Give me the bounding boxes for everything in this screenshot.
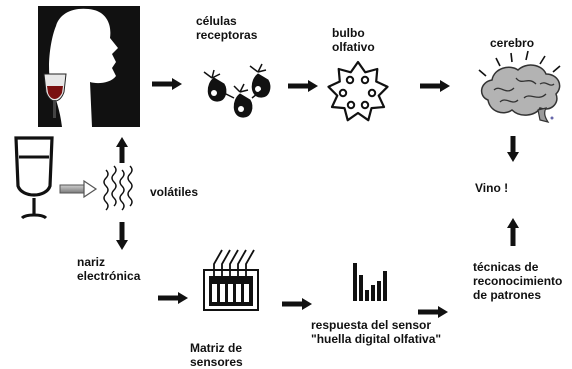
label-sensor-matrix: Matriz de sensores [190,341,243,369]
sensor-response-bars-icon [353,263,387,301]
label-electronic-nose: nariz electrónica [77,255,141,283]
arrow-nose-to-matrix [158,292,188,304]
sensor-array-icon [203,249,259,311]
label-brain: cerebro [490,36,535,50]
arrow-volatiles-to-person [116,137,128,163]
label-sensor-response: respuesta del sensor "huella digital olf… [311,318,442,346]
brain-icon [478,50,561,123]
arrow-person-to-receptors [152,78,182,90]
wine-glass-icon [14,136,54,220]
vapor-arrow [59,179,98,199]
label-olfactory-bulb: bulbo olfativo [332,26,375,54]
arrow-patterns-to-wine [507,218,519,246]
olfactory-bulb-icon [327,60,389,122]
arrow-receptors-to-bulb [288,80,318,92]
flow-arrows [116,78,519,318]
arrow-matrix-to-response [282,298,312,310]
arrow-volatiles-to-nose [116,222,128,250]
label-volatiles: volátiles [150,185,199,199]
person-drinking-wine-icon [38,6,140,127]
arrow-bulb-to-brain [420,80,450,92]
arrow-response-to-patterns [418,306,448,318]
arrow-brain-to-wine [507,136,519,162]
label-receptor-cells: células receptoras [196,14,258,42]
label-pattern-recognition: técnicas de reconocimiento de patrones [473,260,563,302]
volatile-vapor-icon [103,165,133,211]
receptor-cells-icon [203,63,271,118]
label-wine-result: Vino ! [475,181,509,195]
